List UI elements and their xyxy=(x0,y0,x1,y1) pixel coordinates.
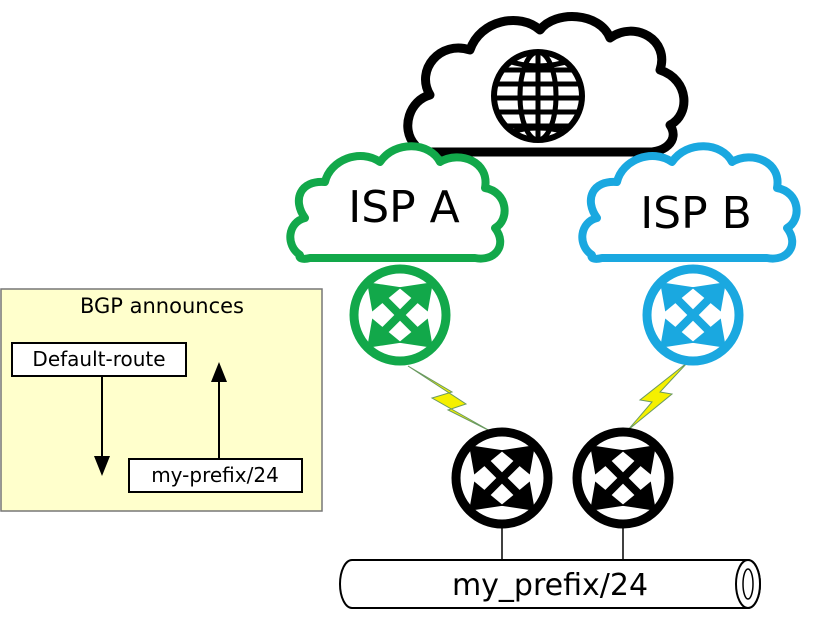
link-isp-b xyxy=(627,361,689,431)
isp-b-router xyxy=(642,264,744,366)
router-icon xyxy=(660,282,726,348)
isp-b-label: ISP B xyxy=(640,188,752,239)
isp-a-label: ISP A xyxy=(348,182,460,233)
router-icon xyxy=(590,445,656,511)
router-icon xyxy=(469,445,535,511)
legend-announced-prefix: my-prefix/24 xyxy=(151,463,279,487)
link-isp-a xyxy=(407,365,493,433)
customer-router-1 xyxy=(451,427,553,562)
router-icon xyxy=(367,282,433,348)
isp-b-cloud: ISP B xyxy=(578,142,801,263)
bgp-legend: BGP announces Default-route my-prefix/24 xyxy=(0,288,323,512)
globe-icon xyxy=(491,49,585,143)
lan-label: my_prefix/24 xyxy=(452,568,648,603)
legend-title: BGP announces xyxy=(80,294,244,318)
customer-router-2 xyxy=(572,427,674,562)
legend-received-route: Default-route xyxy=(32,347,165,371)
lan-segment: my_prefix/24 xyxy=(339,559,761,609)
isp-a-router xyxy=(349,264,451,366)
isp-a-cloud: ISP A xyxy=(286,142,509,263)
